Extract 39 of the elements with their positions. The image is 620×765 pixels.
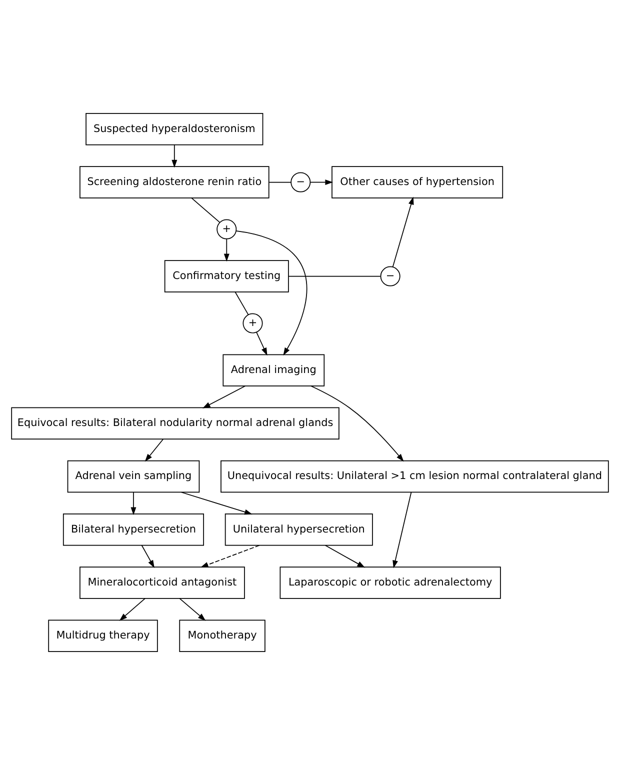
arrow (141, 544, 154, 568)
connector (191, 198, 220, 223)
arrow (392, 492, 412, 568)
arrow (224, 238, 230, 262)
node-box: Adrenal imaging (222, 354, 325, 386)
arrow (392, 196, 414, 268)
node-circle: − (290, 172, 311, 192)
connector (234, 292, 249, 315)
arrow (130, 492, 136, 516)
node-box: Unequivocal results: Unilateral >1 cm lesion normal contralateral gland (220, 460, 609, 493)
node-box: Mineralocorticoid antagonist (80, 566, 245, 599)
node-box: Adrenal vein sampling (67, 460, 200, 493)
node-box: Multidrug therapy (48, 620, 158, 652)
node-circle: + (216, 219, 237, 240)
node-box: Confirmatory testing (164, 260, 289, 292)
arrow (179, 598, 206, 621)
node-box: Screening aldosterone renin ratio (80, 166, 270, 198)
arrow (180, 492, 252, 515)
connector (288, 276, 381, 277)
arrow (144, 438, 164, 462)
node-circle: + (242, 313, 263, 334)
node-box: Laparoscopic or robotic adrenalectomy (280, 566, 501, 599)
arrow (310, 386, 404, 462)
node-circle: − (380, 266, 400, 286)
arrow (200, 544, 260, 568)
arrow (172, 144, 178, 168)
connector (268, 182, 292, 183)
arrow (119, 598, 146, 621)
arrow (236, 230, 308, 356)
node-box: Equivocal results: Bilateral nodularity normal adrenal glands (11, 407, 340, 440)
node-box: Suspected hyperaldosteronism (86, 113, 264, 146)
node-box: Other causes of hypertension (332, 166, 504, 198)
arrow (324, 544, 366, 568)
arrow (310, 180, 334, 185)
node-box: Monotherapy (179, 620, 266, 652)
node-box: Unilateral hypersecretion (224, 514, 373, 546)
node-box: Bilateral hypersecretion (62, 514, 204, 546)
arrow (202, 386, 246, 408)
arrow (256, 332, 268, 356)
